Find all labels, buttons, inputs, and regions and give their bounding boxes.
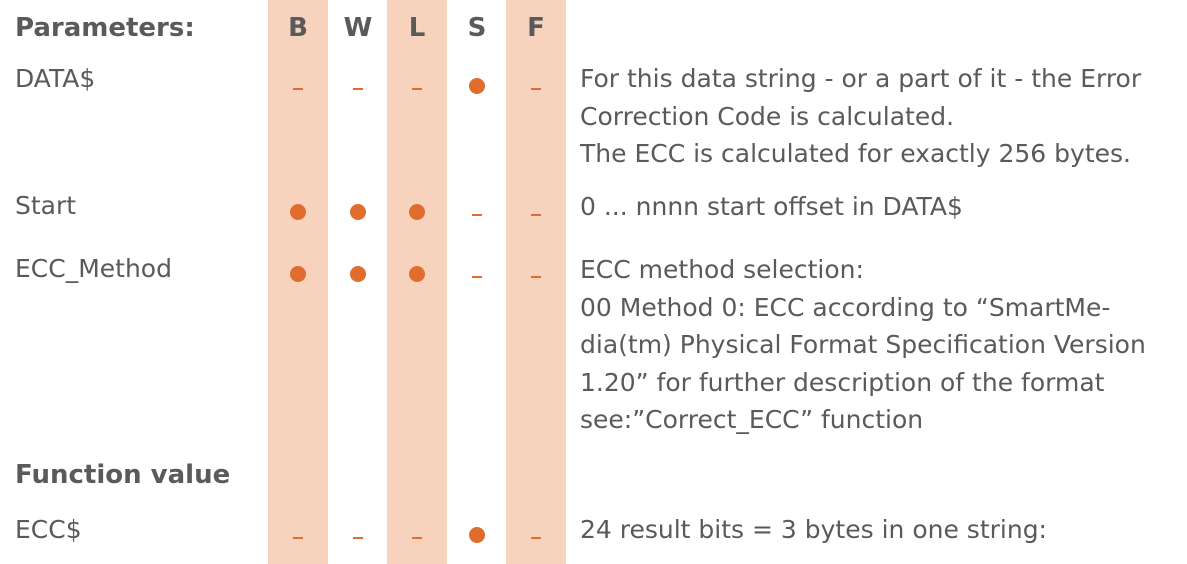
param-description-data: For this data string - or a part of it -… bbox=[580, 60, 1180, 173]
dash-marker bbox=[472, 214, 482, 216]
description-line: 24 result bits = 3 bytes in one string: bbox=[580, 515, 1047, 544]
mark-ecc-result-s bbox=[447, 517, 507, 553]
column-band-b bbox=[268, 0, 328, 564]
mark-start-s bbox=[447, 194, 507, 230]
dash-marker bbox=[472, 276, 482, 278]
mark-data-w bbox=[328, 68, 388, 104]
description-line: For this data string - or a part of it -… bbox=[580, 64, 1142, 93]
column-header-f: F bbox=[527, 13, 545, 43]
description-line: 1.20” for further description of the for… bbox=[580, 367, 1105, 397]
dash-marker bbox=[412, 537, 422, 539]
param-name-ecc-method: ECC_Method bbox=[15, 254, 172, 283]
mark-data-f bbox=[506, 68, 566, 104]
dot-marker bbox=[350, 266, 366, 282]
dot-marker bbox=[469, 78, 485, 94]
dot-marker bbox=[350, 204, 366, 220]
description-line: ECC method selection: bbox=[580, 255, 864, 284]
dot-marker bbox=[290, 266, 306, 282]
mark-ecc-method-f bbox=[506, 256, 566, 292]
column-header-w: W bbox=[343, 13, 373, 43]
mark-ecc-result-w bbox=[328, 517, 388, 553]
mark-ecc-method-s bbox=[447, 256, 507, 292]
description-line: 0 ... nnnn start offset in DATA$ bbox=[580, 192, 963, 221]
param-name-start: Start bbox=[15, 191, 77, 220]
dash-marker bbox=[531, 214, 541, 216]
dot-marker bbox=[290, 204, 306, 220]
dash-marker bbox=[293, 88, 303, 90]
mark-data-l bbox=[387, 68, 447, 104]
description-line: 00 Method 0: ECC according to “SmartMe- bbox=[580, 292, 1111, 322]
column-header-s: S bbox=[467, 13, 487, 43]
param-name-data: DATA$ bbox=[15, 64, 96, 93]
column-header-b: B bbox=[288, 13, 308, 43]
mark-data-b bbox=[268, 68, 328, 104]
parameters-heading: Parameters: bbox=[15, 13, 195, 43]
param-description-ecc-method: ECC method selection: 00 Method 0: ECC a… bbox=[580, 251, 1180, 439]
mark-start-w bbox=[328, 194, 388, 230]
mark-start-f bbox=[506, 194, 566, 230]
param-description-start: 0 ... nnnn start offset in DATA$ bbox=[580, 188, 1180, 226]
dot-marker bbox=[409, 266, 425, 282]
function-value-heading: Function value bbox=[15, 460, 231, 490]
mark-ecc-result-f bbox=[506, 517, 566, 553]
mark-ecc-result-b bbox=[268, 517, 328, 553]
dash-marker bbox=[412, 88, 422, 90]
mark-ecc-method-l bbox=[387, 256, 447, 292]
column-band-f bbox=[506, 0, 566, 564]
description-line: dia(tm) Physical Format Specification Ve… bbox=[580, 330, 1146, 359]
mark-ecc-method-b bbox=[268, 256, 328, 292]
dash-marker bbox=[353, 537, 363, 539]
mark-data-s bbox=[447, 68, 507, 104]
description-line: see:”Correct_ECC” function bbox=[580, 405, 924, 434]
mark-start-b bbox=[268, 194, 328, 230]
column-band-l bbox=[387, 0, 447, 564]
dot-marker bbox=[469, 527, 485, 543]
dash-marker bbox=[353, 88, 363, 90]
mark-start-l bbox=[387, 194, 447, 230]
description-line: The ECC is calculated for exactly 256 by… bbox=[580, 139, 1131, 168]
mark-ecc-result-l bbox=[387, 517, 447, 553]
dash-marker bbox=[531, 276, 541, 278]
description-line: Correction Code is calculated. bbox=[580, 101, 955, 131]
dash-marker bbox=[531, 88, 541, 90]
dash-marker bbox=[293, 537, 303, 539]
param-description-ecc-result: 24 result bits = 3 bytes in one string: bbox=[580, 511, 1180, 549]
dot-marker bbox=[409, 204, 425, 220]
param-name-ecc-result: ECC$ bbox=[15, 515, 82, 544]
dash-marker bbox=[531, 537, 541, 539]
mark-ecc-method-w bbox=[328, 256, 388, 292]
column-header-l: L bbox=[408, 13, 426, 43]
